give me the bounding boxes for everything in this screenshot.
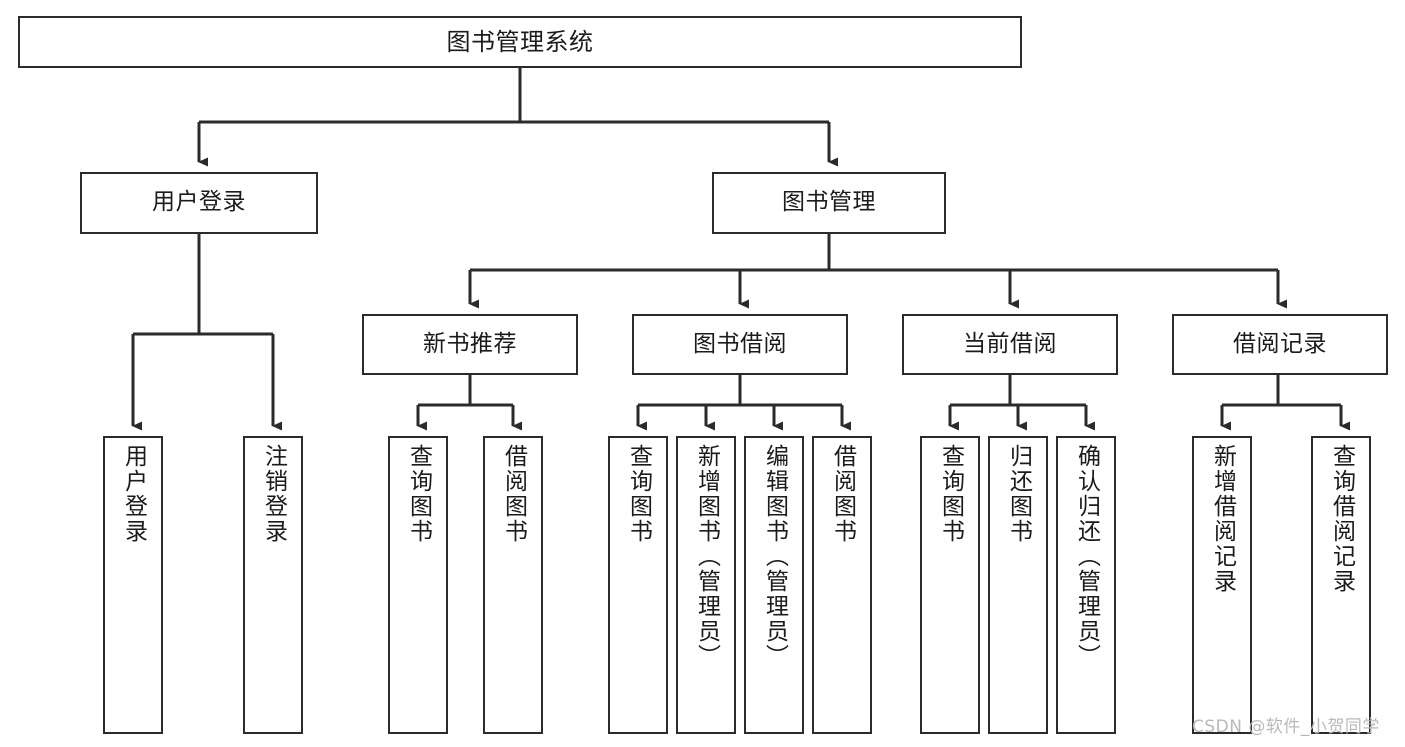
node-label: 查询图书	[405, 444, 432, 544]
node-book-management[interactable]: 图书管理	[712, 172, 946, 234]
node-label: 新书推荐	[423, 330, 517, 357]
csdn-watermark: CSDN @软件_小贺同学	[1192, 717, 1380, 737]
leaf-current-borrow-return[interactable]: 归还图书	[988, 436, 1048, 734]
node-label: 借阅记录	[1233, 330, 1327, 357]
node-book-borrow[interactable]: 图书借阅	[632, 314, 848, 375]
leaf-borrow-record-query[interactable]: 查询借阅记录	[1311, 436, 1371, 734]
node-label: 查询图书	[625, 444, 652, 544]
node-label: 用户登录	[120, 444, 147, 544]
node-label: 查询图书	[937, 444, 964, 544]
node-label: 注销登录	[260, 444, 287, 544]
node-new-book-recommend[interactable]: 新书推荐	[362, 314, 578, 375]
node-root-book-management-system[interactable]: 图书管理系统	[18, 16, 1022, 68]
node-label: 当前借阅	[963, 330, 1057, 357]
node-current-borrow[interactable]: 当前借阅	[902, 314, 1118, 375]
node-label: 新增借阅记录	[1209, 444, 1236, 594]
leaf-current-borrow-query[interactable]: 查询图书	[920, 436, 980, 734]
node-label: 新增图书（管理员）	[693, 444, 720, 669]
leaf-user-login-login[interactable]: 用户登录	[103, 436, 163, 734]
leaf-book-borrow-query[interactable]: 查询图书	[608, 436, 668, 734]
node-label: 确认归还（管理员）	[1073, 444, 1100, 669]
node-label: 图书管理	[782, 189, 876, 216]
node-label: 查询借阅记录	[1328, 444, 1355, 594]
leaf-user-login-logout[interactable]: 注销登录	[243, 436, 303, 734]
node-label: 归还图书	[1005, 444, 1032, 544]
leaf-new-book-query[interactable]: 查询图书	[388, 436, 448, 734]
node-label: 借阅图书	[500, 444, 527, 544]
node-label: 借阅图书	[829, 444, 856, 544]
node-label: 图书管理系统	[446, 27, 594, 56]
node-borrow-record[interactable]: 借阅记录	[1172, 314, 1388, 375]
node-label: 图书借阅	[693, 330, 787, 357]
leaf-borrow-record-add[interactable]: 新增借阅记录	[1192, 436, 1252, 734]
node-label: 用户登录	[152, 189, 246, 216]
leaf-new-book-borrow[interactable]: 借阅图书	[483, 436, 543, 734]
node-label: 编辑图书（管理员）	[761, 444, 788, 669]
leaf-book-borrow-edit[interactable]: 编辑图书（管理员）	[744, 436, 804, 734]
leaf-book-borrow-add[interactable]: 新增图书（管理员）	[676, 436, 736, 734]
leaf-book-borrow-borrow[interactable]: 借阅图书	[812, 436, 872, 734]
leaf-current-borrow-confirm-return[interactable]: 确认归还（管理员）	[1056, 436, 1116, 734]
node-user-login[interactable]: 用户登录	[80, 172, 318, 234]
